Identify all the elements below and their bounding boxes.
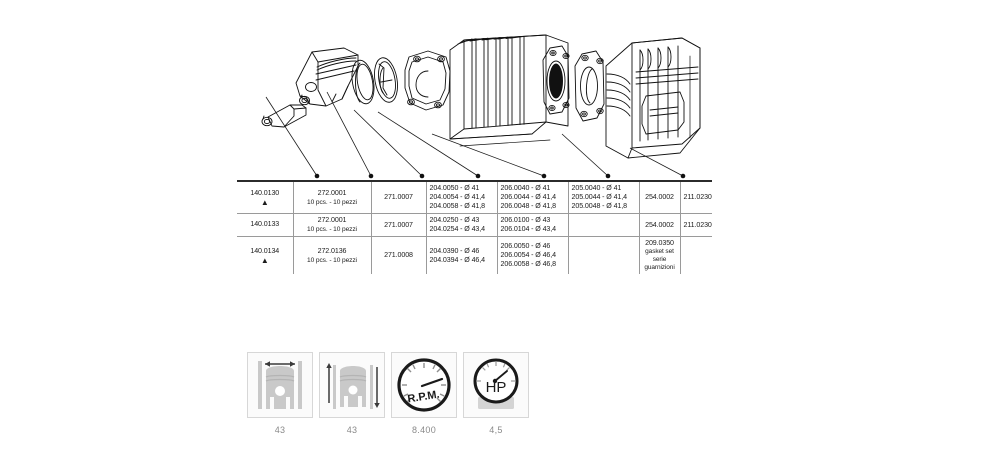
table-top-rule xyxy=(237,180,712,182)
pin-code-value: 271.0007 xyxy=(384,220,413,229)
piston-code-value: 272.0001 xyxy=(317,188,347,197)
hp-gauge-glyph: HP xyxy=(473,358,519,409)
rpm-gauge-label: R.P.M. xyxy=(407,389,441,406)
gudgeon-pin-part xyxy=(261,94,310,128)
cell-rings-c xyxy=(567,236,639,274)
gasket-code-value: 254.0002 xyxy=(645,220,674,229)
ring-a-line-1: 204.0390 - Ø 46 xyxy=(429,246,480,255)
ring-b-line-2: 206.0104 - Ø 43,4 xyxy=(500,225,557,233)
base-gasket-part xyxy=(404,50,451,111)
cell-gasket-code: 209.0350 gasket set serie guarnizioni xyxy=(638,236,680,274)
extra-code-value: 211.0230 xyxy=(683,193,712,201)
cell-kit-code: 140.0134 ▲ xyxy=(237,237,293,275)
cell-extra-code xyxy=(679,236,712,274)
head-gasket-part xyxy=(574,50,605,122)
gasket-code-value: 254.0002 xyxy=(645,193,674,201)
cell-extra-code: 211.0230 xyxy=(679,182,712,214)
ring-a-line-2: 204.0254 - Ø 43,4 xyxy=(429,225,486,233)
spec-hp: HP 4,5 xyxy=(463,352,529,447)
table-row: 140.0134 ▲ 272.0136 10 pcs. - 10 pezzi 2… xyxy=(237,236,712,275)
kit-code-value: 140.0133 xyxy=(250,220,280,228)
cylinder-head-part xyxy=(605,37,701,159)
piston-rings-part xyxy=(351,57,398,105)
hp-gauge-icon: HP xyxy=(463,352,529,418)
piston-qty-note: 10 pcs. - 10 pezzi xyxy=(307,256,357,264)
cylinder-barrel-part xyxy=(449,34,570,147)
ring-c-line-2: 205.0044 - Ø 41,4 xyxy=(571,193,628,201)
cell-gasket-code: 254.0002 xyxy=(638,182,680,214)
spec-hp-value: 4,5 xyxy=(489,425,503,435)
spec-icon-row: 43 43 xyxy=(247,352,547,447)
leader-dots xyxy=(314,173,686,179)
gasket-label-it: serie guarnizioni xyxy=(644,256,675,271)
exploded-diagram xyxy=(250,26,710,181)
cell-piston-code: 272.0001 10 pcs. - 10 pezzi xyxy=(292,182,371,214)
cell-piston-code: 272.0136 10 pcs. - 10 pezzi xyxy=(292,236,371,274)
ring-b-line-1: 206.0100 - Ø 43 xyxy=(500,216,551,224)
piston-qty-note: 10 pcs. - 10 pezzi xyxy=(307,198,357,206)
piston-qty-note: 10 pcs. - 10 pezzi xyxy=(307,226,357,233)
triangle-marker-icon: ▲ xyxy=(260,255,269,265)
extra-code-value: 211.0230 xyxy=(683,220,712,229)
kit-code-value: 140.0134 xyxy=(250,246,280,255)
parts-table: 140.0130 ▲ 272.0001 10 pcs. - 10 pezzi 2… xyxy=(237,182,712,274)
rpm-gauge-icon: R.P.M. xyxy=(391,352,457,418)
cell-rings-a: 204.0390 - Ø 46 204.0394 - Ø 46,4 xyxy=(425,236,497,274)
piston-code-value: 272.0001 xyxy=(317,216,347,224)
cell-kit-code: 140.0130 ▲ xyxy=(237,182,293,214)
triangle-marker-icon: ▲ xyxy=(260,197,269,207)
pin-code-value: 271.0008 xyxy=(384,251,413,259)
gasket-code-value: 209.0350 xyxy=(645,239,674,247)
ring-a-line-3: 204.0058 - Ø 41,8 xyxy=(429,202,486,210)
ring-c-line-1: 205.0040 - Ø 41 xyxy=(571,184,622,192)
piston-code-value: 272.0136 xyxy=(317,246,347,255)
cell-piston-code: 272.0001 10 pcs. - 10 pezzi xyxy=(292,213,371,237)
cell-gasket-code: 254.0002 xyxy=(638,213,680,237)
ring-b-line-1: 206.0040 - Ø 41 xyxy=(500,184,551,192)
cell-kit-code: 140.0133 xyxy=(237,213,293,237)
ring-b-line-1: 206.0050 - Ø 46 xyxy=(500,242,551,250)
leader-line-group xyxy=(265,91,686,179)
spec-rpm: R.P.M. 8.400 xyxy=(391,352,457,447)
cell-pin-code: 271.0008 xyxy=(370,236,426,274)
cell-pin-code: 271.0007 xyxy=(370,182,426,214)
spec-rpm-value: 8.400 xyxy=(411,425,437,435)
cell-rings-c xyxy=(567,213,639,237)
kit-code-value: 140.0130 xyxy=(250,188,280,197)
piston-part xyxy=(295,47,359,107)
spec-bore: 43 xyxy=(247,352,313,447)
rpm-gauge-glyph: R.P.M. xyxy=(397,358,451,412)
leader-lines xyxy=(250,90,710,185)
piston-stroke-icon xyxy=(319,352,385,418)
ring-b-line-3: 206.0048 - Ø 41,8 xyxy=(500,202,557,210)
gasket-label-en: gasket set xyxy=(645,248,674,255)
table-row: 140.0133 272.0001 10 pcs. - 10 pezzi 271… xyxy=(237,213,712,237)
cell-pin-code: 271.0007 xyxy=(370,213,426,237)
cell-rings-c: 205.0040 - Ø 41 205.0044 - Ø 41,4 205.00… xyxy=(567,182,639,214)
ring-a-line-1: 204.0250 - Ø 43 xyxy=(429,216,480,224)
cell-rings-a: 204.0250 - Ø 43 204.0254 - Ø 43,4 xyxy=(425,213,497,237)
cell-rings-b: 206.0040 - Ø 41 206.0044 - Ø 41,4 206.00… xyxy=(496,182,568,214)
ring-b-line-2: 206.0054 - Ø 46,4 xyxy=(500,251,557,259)
spec-bore-value: 43 xyxy=(274,425,286,435)
cell-extra-code: 211.0230 xyxy=(679,213,712,237)
spec-stroke: 43 xyxy=(319,352,385,447)
piston-bore-icon xyxy=(247,352,313,418)
ring-a-line-2: 204.0394 - Ø 46,4 xyxy=(429,255,486,264)
ring-a-line-1: 204.0050 - Ø 41 xyxy=(429,184,480,192)
cylinder-assembly-drawing xyxy=(261,34,701,159)
ring-b-line-2: 206.0044 - Ø 41,4 xyxy=(500,193,557,201)
ring-a-line-2: 204.0054 - Ø 41,4 xyxy=(429,193,486,201)
hp-gauge-label: HP xyxy=(486,379,507,396)
spec-stroke-value: 43 xyxy=(346,425,358,435)
cell-rings-b: 206.0100 - Ø 43 206.0104 - Ø 43,4 xyxy=(496,213,568,237)
cell-rings-a: 204.0050 - Ø 41 204.0054 - Ø 41,4 204.00… xyxy=(425,182,497,214)
pin-code-value: 271.0007 xyxy=(384,193,413,201)
piston-stroke-glyph xyxy=(326,363,380,409)
ring-c-line-3: 205.0048 - Ø 41,8 xyxy=(571,202,628,210)
cell-rings-b: 206.0050 - Ø 46 206.0054 - Ø 46,4 206.00… xyxy=(496,236,568,274)
table-row: 140.0130 ▲ 272.0001 10 pcs. - 10 pezzi 2… xyxy=(237,182,712,214)
piston-bore-glyph xyxy=(258,361,302,409)
ring-b-line-3: 206.0058 - Ø 46,8 xyxy=(500,260,557,268)
